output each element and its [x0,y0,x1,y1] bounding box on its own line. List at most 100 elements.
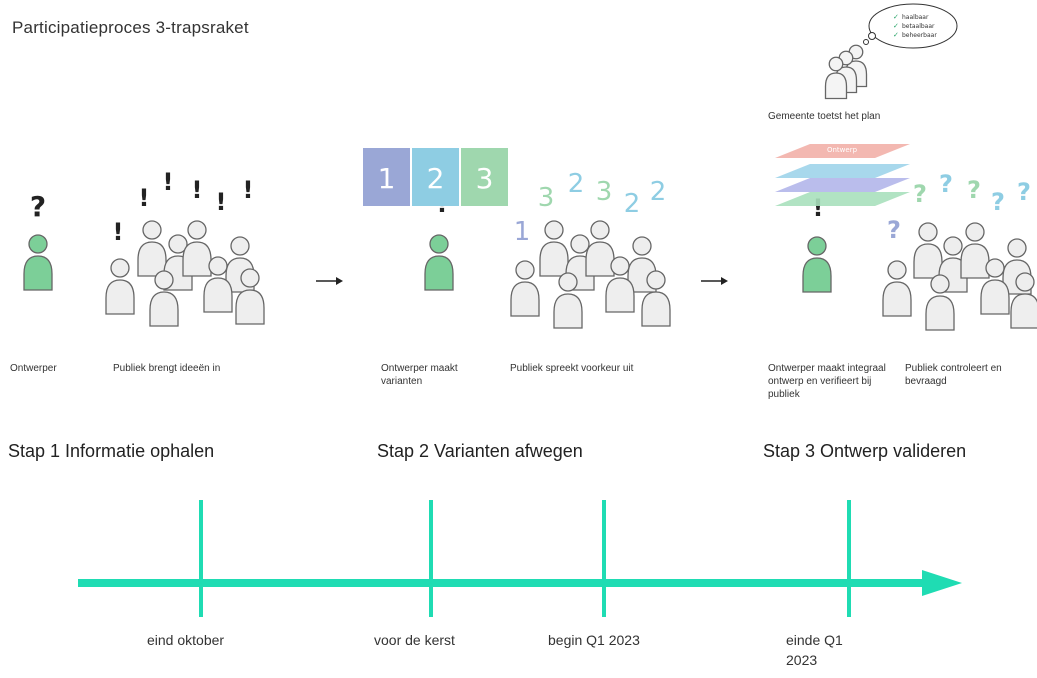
check-icon: ✓ [893,13,899,21]
person-body [137,241,167,277]
person-head [930,274,950,294]
variant-card [461,148,508,206]
milestone-einde-q1: einde Q1 2023 [786,632,843,668]
person-head [142,220,162,240]
person-body [802,257,832,293]
public-person [605,256,635,313]
design-layer [775,178,910,192]
person-head [1007,238,1027,258]
person-body [539,241,569,277]
question-mark: ? [1017,178,1031,206]
timeline-layer [78,500,962,617]
vote-number: 1 [514,217,531,247]
person-head [429,234,449,254]
public-person [641,270,671,327]
bubble-dot [868,32,876,40]
person-body [23,255,53,291]
variant-card-number: 1 [378,162,396,195]
vote-number: 3 [538,183,555,213]
person-head [187,220,207,240]
exclamation-mark: ! [113,218,124,246]
arrow-head [721,277,728,285]
person-body [235,289,265,325]
person-head [570,234,590,254]
arrow-head [336,277,343,285]
variant-card-number: 2 [427,162,445,195]
exclamation-mark: ! [243,176,254,204]
design-layer-label: Ontwerp [827,146,858,154]
public-person [553,272,583,329]
vote-number: 3 [596,177,613,207]
public-person [510,260,540,317]
question-mark: ? [887,216,901,244]
step2-designer-figure [424,234,454,291]
person-head [646,270,666,290]
person-head [110,258,130,278]
person-body [882,281,912,317]
stage-3-title: Stap 3 Ontwerp valideren [763,441,967,461]
person-body [105,279,135,315]
person-body [182,241,212,277]
public-person [913,222,943,279]
exclamation-mark: ! [216,188,227,216]
gemeente-person [824,56,848,100]
vote-number: 2 [568,169,585,199]
person-head [208,256,228,276]
people-layer [23,44,1037,331]
public-person [1010,272,1037,329]
person-body [424,255,454,291]
flow-arrow [316,277,343,285]
exclamation-mark: ! [139,184,150,212]
person-head [610,256,630,276]
public-person [960,222,990,279]
person-head [590,220,610,240]
public-person [235,268,265,325]
checklist-item: haalbaar [902,14,929,21]
milestone-begin-q1: begin Q1 2023 [548,632,640,648]
step1-public-label: Publiek brengt ideeën in [113,363,221,374]
checklist-item: beheerbaar [902,32,937,39]
bubble-dot [863,39,869,45]
person-head [807,236,827,256]
person-head [828,56,844,72]
step3-public-label: Publiek controleert en bevraagd [905,363,1002,387]
step2-public-label: Publiek spreekt voorkeur uit [510,363,634,374]
person-head [965,222,985,242]
design-layer [775,164,910,178]
question-mark: ? [991,188,1005,216]
milestone-eind-oktober: eind oktober [147,632,225,648]
public-person [137,220,167,277]
person-head [943,236,963,256]
question-mark: ? [939,170,953,198]
design-layer [775,192,910,206]
person-head [168,234,188,254]
person-head [558,272,578,292]
public-person [980,258,1010,315]
person-body [1010,293,1037,329]
design-layer [775,144,910,158]
stage-2-title: Stap 2 Varianten afwegen [377,441,583,461]
public-person [925,274,955,331]
person-head [240,268,260,288]
variant-card [363,148,410,206]
step1-designer-label: Ontwerper [10,363,57,374]
check-icon: ✓ [893,22,899,30]
public-person [182,220,212,277]
person-head [918,222,938,242]
variant-card [412,148,459,206]
step2-designer-label: Ontwerper maakt varianten [381,363,458,387]
stage-1-title: Stap 1 Informatie ophalen [8,441,215,461]
exclamation-mark: ! [163,168,174,196]
question-mark: ? [967,176,981,204]
variant-card-number: 3 [476,162,494,195]
person-head [887,260,907,280]
exclamation-mark: ! [813,194,824,222]
person-head [515,260,535,280]
person-head [985,258,1005,278]
person-body [960,243,990,279]
person-body [824,72,848,100]
public-person [203,256,233,313]
